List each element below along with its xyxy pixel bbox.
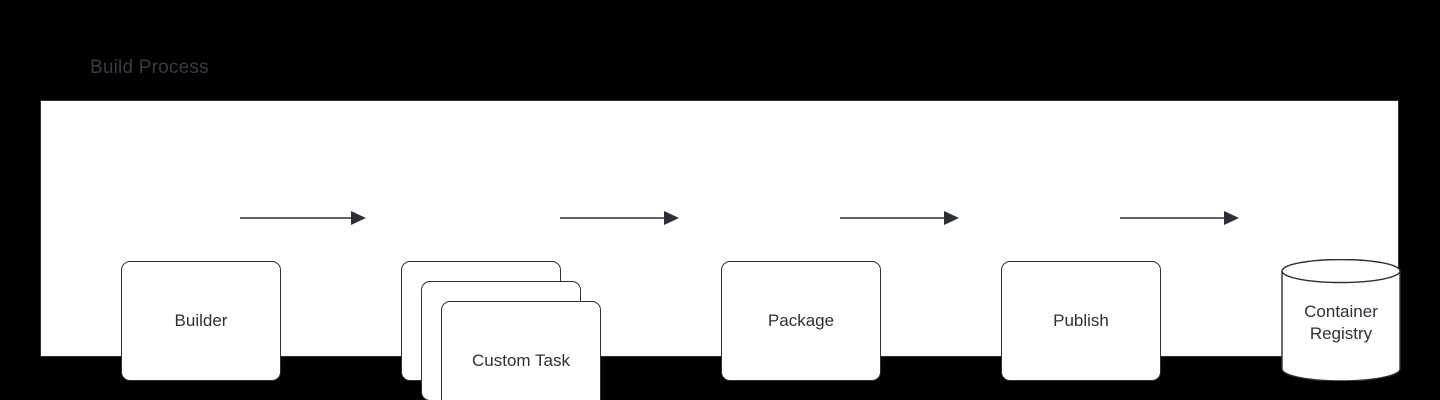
node-custom-task-stack: Custom Task Custom Task Custom Task (41, 101, 1398, 400)
build-process-panel: Builder Custom Task Custom Task Custom T… (40, 100, 1401, 400)
node-package-label: Package (767, 311, 835, 330)
custom-task-card-front[interactable]: Custom Task (441, 301, 601, 400)
node-builder-label: Builder (174, 311, 228, 330)
group-title: Build Process (90, 57, 209, 78)
node-publish[interactable]: Publish (1001, 261, 1161, 381)
node-publish-label: Publish (1053, 311, 1109, 330)
node-package[interactable]: Package (721, 261, 881, 381)
node-container-registry-label: Container Registry (1304, 302, 1378, 343)
cylinder-icon (1281, 259, 1401, 381)
custom-task-card-front-label: Custom Task (472, 351, 570, 370)
node-container-registry[interactable]: Container Registry (1281, 259, 1401, 381)
node-builder[interactable]: Builder (121, 261, 281, 381)
